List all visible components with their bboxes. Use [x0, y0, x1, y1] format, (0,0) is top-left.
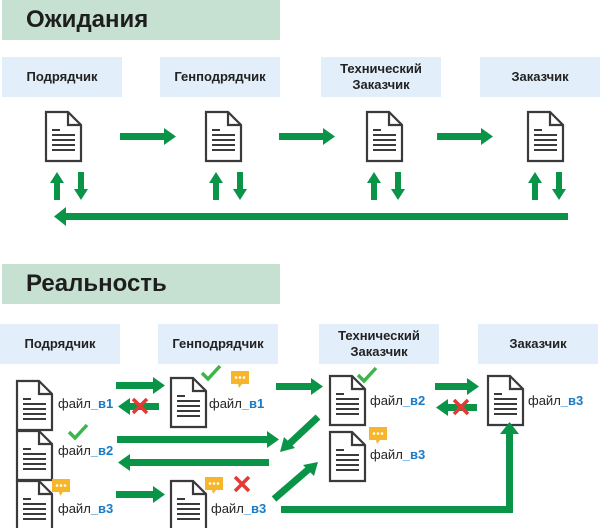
document-icon	[169, 376, 208, 429]
real-role-general-contractor: Генподрядчик	[158, 324, 278, 364]
arrow-diagonal-down-left-icon	[280, 414, 321, 452]
file-label: файл_в3	[370, 447, 426, 462]
arrow-route-icon	[281, 422, 519, 513]
exp-return-arrow	[54, 207, 568, 226]
exp-role-general-contractor: Генподрядчик	[160, 57, 280, 97]
arrow-right-icon	[116, 377, 165, 394]
arrow-right-icon	[120, 128, 176, 145]
expectations-banner: Ожидания	[2, 0, 280, 40]
arrow-right-icon	[117, 431, 279, 448]
expectations-title: Ожидания	[26, 6, 149, 33]
file-label: файл_в3	[211, 501, 267, 516]
document-icon	[328, 430, 367, 483]
exp-updown-arrows	[50, 172, 566, 200]
exp-role-contractor: Подрядчик	[2, 57, 122, 97]
comment-icon	[205, 477, 223, 494]
arrow-right-icon	[116, 486, 165, 503]
reality-title: Реальность	[26, 270, 167, 297]
comment-icon	[52, 479, 70, 496]
cross-icon	[233, 475, 251, 493]
comment-icon	[369, 427, 387, 444]
document-icon	[204, 110, 243, 163]
document-icon	[486, 374, 525, 427]
arrow-right-icon	[276, 378, 323, 395]
file-label: файл_в3	[528, 393, 584, 408]
arrow-up-icon	[209, 172, 223, 200]
arrow-down-icon	[233, 172, 247, 200]
check-icon	[200, 364, 222, 381]
check-icon	[67, 423, 89, 440]
real-role-contractor: Подрядчик	[0, 324, 120, 364]
arrow-left-icon	[118, 398, 159, 415]
arrow-down-icon	[552, 172, 566, 200]
exp-role-technical-customer: Технический Заказчик	[321, 57, 441, 97]
document-icon	[15, 479, 54, 528]
arrow-left-icon	[118, 454, 269, 471]
arrow-down-icon	[391, 172, 405, 200]
exp-forward-arrows	[120, 128, 493, 145]
document-icon	[15, 429, 54, 482]
reality-diagonal-arrows	[271, 414, 321, 502]
arrow-up-icon	[528, 172, 542, 200]
comment-icon	[231, 371, 249, 388]
document-icon	[365, 110, 404, 163]
document-icon	[169, 479, 208, 528]
arrow-up-icon	[367, 172, 381, 200]
arrow-right-icon	[435, 378, 479, 395]
document-icon	[44, 110, 83, 163]
real-role-customer: Заказчик	[478, 324, 598, 364]
real-role-technical-customer: Технический Заказчик	[319, 324, 439, 364]
file-label: файл_в2	[58, 443, 114, 458]
reality-banner: Реальность	[2, 264, 280, 304]
arrow-right-icon	[437, 128, 493, 145]
document-icon	[328, 374, 367, 427]
file-label: файл_в3	[58, 501, 114, 516]
check-icon	[356, 366, 378, 383]
arrow-up-icon	[50, 172, 64, 200]
file-label: файл_в1	[58, 396, 114, 411]
arrow-right-icon	[279, 128, 335, 145]
exp-role-customer: Заказчик	[480, 57, 600, 97]
arrow-diagonal-up-right-icon	[271, 462, 318, 502]
file-label: файл_в2	[370, 393, 426, 408]
file-label: файл_в1	[209, 396, 265, 411]
arrow-down-icon	[74, 172, 88, 200]
document-icon	[15, 379, 54, 432]
document-icon	[526, 110, 565, 163]
